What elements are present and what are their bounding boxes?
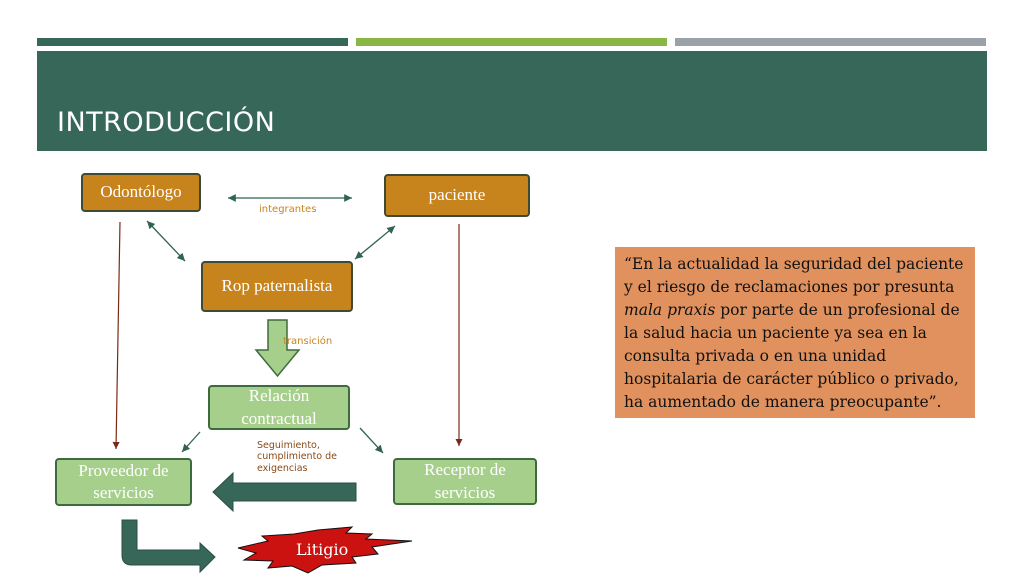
node-odontologo: Odontólogo (81, 173, 201, 212)
quote-text-emphasis: mala praxis (624, 301, 716, 319)
quote-text-after: por parte de un profesional de la salud … (624, 301, 960, 411)
label-transicion: transición (283, 336, 333, 347)
seguimiento-block-arrow (212, 471, 357, 513)
slide-title: INTRODUCCIÓN (57, 107, 276, 138)
label-litigio: Litigio (296, 540, 349, 559)
proveedor-litigio-bent-arrow (121, 519, 216, 574)
label-seguimiento: Seguimiento, cumplimiento de exigencias (257, 440, 337, 474)
header-stripe-teal (37, 38, 348, 46)
header-stripe-green (356, 38, 667, 46)
litigio-burst-shape (237, 526, 413, 574)
arrow-relacion-proveedor (181, 431, 201, 453)
header-stripe-gray (675, 38, 986, 46)
title-band: INTRODUCCIÓN (37, 51, 987, 151)
arrow-odontologo-rop (146, 220, 186, 262)
node-paciente: paciente (384, 174, 530, 217)
node-relacion-contractual: Relación contractual (208, 385, 350, 430)
arrow-paciente-rop (354, 225, 396, 260)
node-proveedor-servicios: Proveedor de servicios (55, 458, 192, 506)
transition-block-arrow (254, 319, 301, 378)
node-rop-paternalista: Rop paternalista (201, 261, 353, 312)
quote-text-before: “En la actualidad la seguridad del pacie… (624, 255, 964, 296)
node-receptor-servicios: Receptor de servicios (393, 458, 537, 505)
arrow-relacion-receptor (359, 427, 384, 454)
arrow-odontologo-proveedor (112, 221, 121, 450)
label-integrantes: integrantes (259, 204, 317, 215)
quote-box: “En la actualidad la seguridad del pacie… (615, 247, 975, 418)
